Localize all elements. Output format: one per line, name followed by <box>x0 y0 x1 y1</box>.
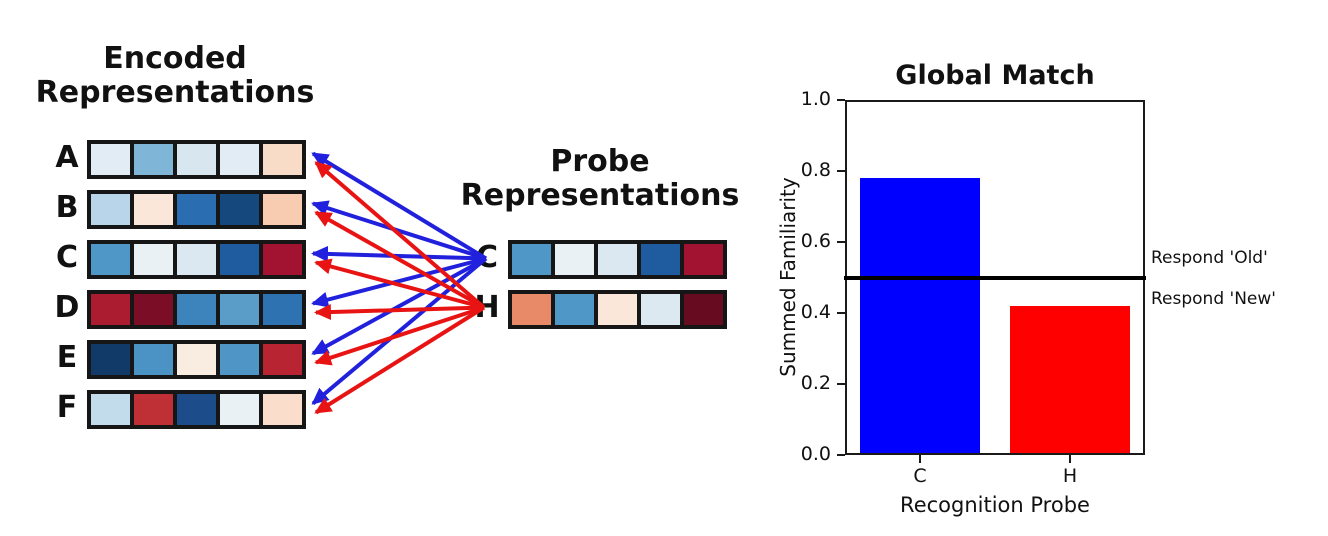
x-axis-label: Recognition Probe <box>900 493 1090 517</box>
arrow-C-to-C <box>311 245 487 262</box>
respond-new-label: Respond 'New' <box>1151 288 1276 309</box>
y-tick-label-1.0: 1.0 <box>800 88 831 110</box>
encoded-row-label-D: D <box>54 290 80 325</box>
arrow-H-to-E <box>314 305 485 366</box>
probe-H-cell-3 <box>596 292 639 327</box>
decision-threshold-line <box>844 275 1146 280</box>
probe-row-C <box>508 240 727 279</box>
y-tick-mark-0.8 <box>837 170 845 172</box>
encoded-C-cell-1 <box>89 242 132 277</box>
y-tick-label-0.0: 0.0 <box>800 443 831 465</box>
encoded-F-cell-2 <box>132 392 175 427</box>
probe-H-cell-4 <box>639 292 682 327</box>
x-tick-mark-C <box>919 455 921 463</box>
probe-C-cell-1 <box>510 242 553 277</box>
y-tick-label-0.4: 0.4 <box>800 301 831 323</box>
arrow-C-to-E <box>311 256 487 356</box>
encoded-D-cell-1 <box>89 292 132 327</box>
bar-H <box>1010 305 1130 455</box>
encoded-row-label-E: E <box>56 340 78 375</box>
encoded-D-cell-3 <box>175 292 218 327</box>
encoded-row-label-C: C <box>55 240 79 275</box>
encoded-row-F <box>87 390 306 429</box>
encoded-B-cell-4 <box>218 192 261 227</box>
encoded-A-cell-3 <box>175 142 218 177</box>
encoded-row-C <box>87 240 306 279</box>
y-tick-label-0.6: 0.6 <box>800 230 831 252</box>
y-tick-mark-0.4 <box>837 312 845 314</box>
encoded-E-cell-2 <box>132 342 175 377</box>
encoded-F-cell-1 <box>89 392 132 427</box>
encoded-D-cell-2 <box>132 292 175 327</box>
arrow-H-to-F <box>314 305 486 415</box>
encoded-B-cell-1 <box>89 192 132 227</box>
arrow-H-to-D <box>314 304 485 321</box>
encoded-F-cell-4 <box>218 392 261 427</box>
encoded-E-cell-3 <box>175 342 218 377</box>
encoded-C-cell-2 <box>132 242 175 277</box>
encoded-B-cell-3 <box>175 192 218 227</box>
encoded-A-cell-1 <box>89 142 132 177</box>
encoded-row-B <box>87 190 306 229</box>
bar-C <box>860 178 980 455</box>
probe-C-cell-2 <box>553 242 596 277</box>
encoded-A-cell-2 <box>132 142 175 177</box>
encoded-row-A <box>87 140 306 179</box>
y-tick-label-0.8: 0.8 <box>800 159 831 181</box>
encoded-B-cell-5 <box>261 192 304 227</box>
chart-title: Global Match <box>895 60 1095 91</box>
arrow-C-to-D <box>311 256 487 308</box>
probe-representations-title: Probe Representations <box>460 144 740 213</box>
encoded-row-label-A: A <box>55 140 79 175</box>
encoded-C-cell-4 <box>218 242 261 277</box>
encoded-row-D <box>87 290 306 329</box>
x-tick-label-C: C <box>913 465 927 487</box>
encoded-C-cell-3 <box>175 242 218 277</box>
encoded-F-cell-3 <box>175 392 218 427</box>
arrow-C-to-F <box>311 256 488 406</box>
encoded-D-cell-5 <box>261 292 304 327</box>
encoded-E-cell-5 <box>261 342 304 377</box>
respond-old-label: Respond 'Old' <box>1151 247 1268 268</box>
encoded-row-label-F: F <box>56 390 78 425</box>
probe-row-label-H: H <box>474 290 500 325</box>
probe-H-cell-5 <box>682 292 725 327</box>
encoded-A-cell-5 <box>261 142 304 177</box>
probe-H-cell-1 <box>510 292 553 327</box>
encoded-F-cell-5 <box>261 392 304 427</box>
encoded-D-cell-4 <box>218 292 261 327</box>
encoded-row-label-B: B <box>55 190 79 225</box>
encoded-E-cell-1 <box>89 342 132 377</box>
y-tick-mark-0.6 <box>837 241 845 243</box>
encoded-A-cell-4 <box>218 142 261 177</box>
encoded-C-cell-5 <box>261 242 304 277</box>
y-axis-label: Summed Familiarity <box>776 176 800 377</box>
arrow-H-to-C <box>314 258 485 310</box>
probe-C-cell-3 <box>596 242 639 277</box>
y-tick-mark-1.0 <box>837 99 845 101</box>
y-tick-mark-0.0 <box>837 454 845 456</box>
x-tick-mark-H <box>1069 455 1071 463</box>
probe-C-cell-5 <box>682 242 725 277</box>
encoded-row-E <box>87 340 306 379</box>
x-tick-label-H: H <box>1062 465 1078 487</box>
probe-C-cell-4 <box>639 242 682 277</box>
probe-row-label-C: C <box>475 240 499 275</box>
probe-H-cell-2 <box>553 292 596 327</box>
encoded-B-cell-2 <box>132 192 175 227</box>
probe-row-H <box>508 290 727 329</box>
y-tick-mark-0.2 <box>837 383 845 385</box>
encoded-representations-title: Encoded Representations <box>35 41 315 110</box>
arrow-H-to-B <box>314 210 485 310</box>
y-tick-label-0.2: 0.2 <box>800 372 831 394</box>
encoded-E-cell-4 <box>218 342 261 377</box>
